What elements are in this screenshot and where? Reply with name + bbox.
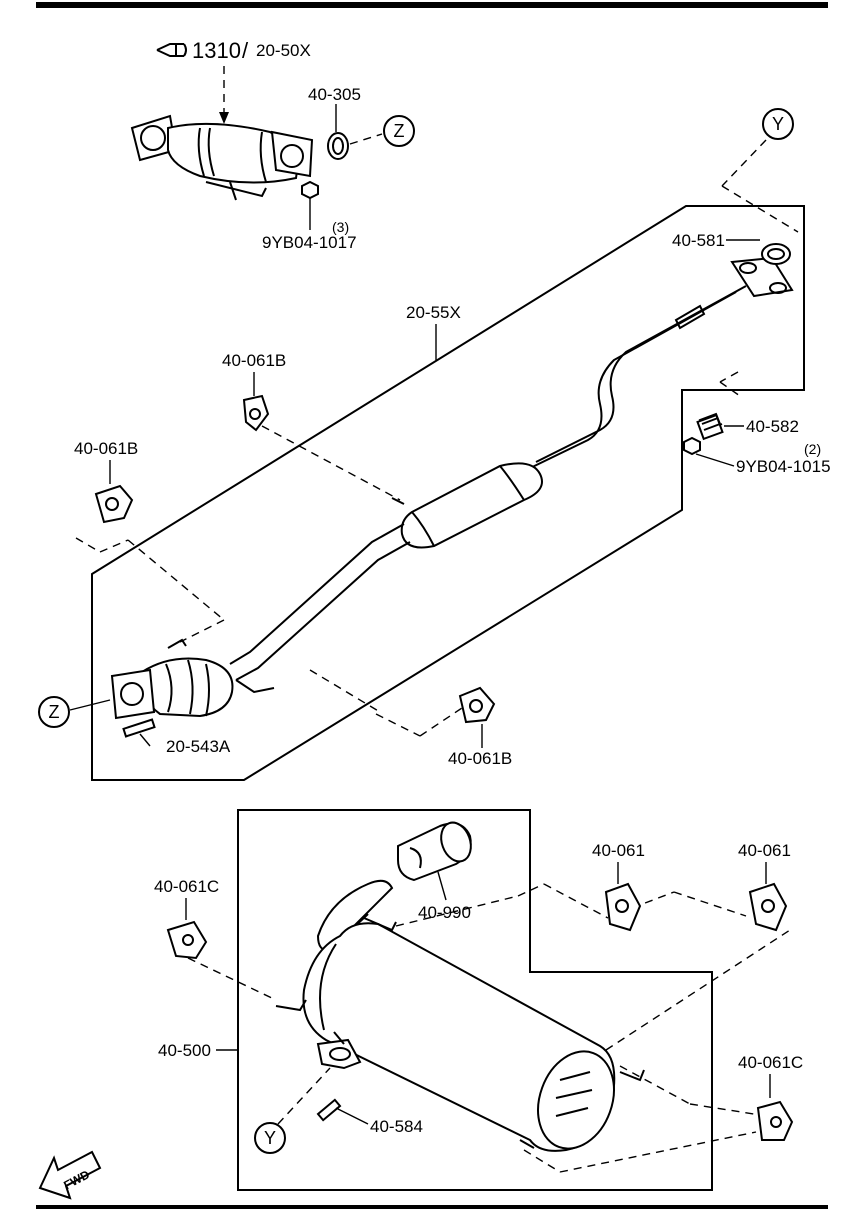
muffler-group-outline: [237, 809, 713, 1191]
hanger-40-061c-left: [166, 920, 208, 960]
nut-9yb04-1017: [301, 180, 319, 200]
spring-40-582: [696, 412, 724, 441]
connector-y-bottom[interactable]: Y: [254, 1122, 286, 1154]
label-40-061b-bottom[interactable]: 40-061B: [448, 749, 512, 768]
label-40-584[interactable]: 40-584: [370, 1117, 423, 1136]
front-pipe-20-55x: [110, 256, 794, 720]
label-20-543a[interactable]: 20-543A: [166, 737, 231, 756]
hanger-40-061-b: [748, 882, 788, 932]
reference-separator: /: [242, 38, 249, 63]
hanger-40-061b-top: [242, 394, 270, 432]
label-9yb04-1015[interactable]: 9YB04-1015: [736, 457, 831, 476]
tail-pipe-40-990: [397, 821, 472, 882]
top-rule: [36, 2, 828, 8]
label-40-061b-top[interactable]: 40-061B: [222, 351, 286, 370]
gasket-40-581: [761, 243, 791, 265]
bottom-rule: [36, 1205, 828, 1209]
svg-text:Z: Z: [49, 702, 60, 722]
label-40-990[interactable]: 40-990: [418, 903, 471, 922]
gasket-40-305: [327, 132, 349, 160]
label-40-061c-right[interactable]: 40-061C: [738, 1053, 803, 1072]
hanger-40-061b-left: [94, 484, 134, 524]
qty-1015: (2): [804, 441, 821, 457]
connector-z-left[interactable]: Z: [38, 696, 70, 728]
reference-pointer-icon: [156, 43, 187, 57]
label-40-581[interactable]: 40-581: [672, 231, 725, 250]
hanger-40-061b-bottom: [458, 686, 496, 724]
label-9yb04-1017[interactable]: 9YB04-1017: [262, 233, 357, 252]
connector-z-top[interactable]: Z: [383, 115, 415, 147]
fwd-arrow-icon: FWD: [38, 1150, 102, 1200]
stud-20-543a: [122, 718, 156, 738]
label-40-582[interactable]: 40-582: [746, 417, 799, 436]
catalytic-converter-illustration: [130, 114, 314, 201]
label-40-061-b[interactable]: 40-061: [738, 841, 791, 860]
nut-9yb04-1015: [683, 436, 701, 456]
hanger-40-061-a: [604, 882, 642, 932]
label-40-061-a[interactable]: 40-061: [592, 841, 645, 860]
stud-40-584: [316, 1098, 342, 1122]
reference-sub[interactable]: 20-50X: [256, 41, 311, 60]
reference-arrow-icon: [219, 112, 229, 124]
reference-main[interactable]: 1310: [192, 38, 241, 63]
label-40-305[interactable]: 40-305: [308, 85, 361, 104]
muffler-40-500: [275, 879, 645, 1152]
label-40-061c-left[interactable]: 40-061C: [154, 877, 219, 896]
label-40-061b-left[interactable]: 40-061B: [74, 439, 138, 458]
svg-text:Y: Y: [772, 114, 784, 134]
front-pipe-group-outline: [91, 205, 805, 781]
outlet-flange: [316, 1031, 362, 1070]
svg-text:Z: Z: [394, 121, 405, 141]
hanger-40-061c-right: [756, 1100, 794, 1141]
qty-1017: (3): [332, 219, 349, 235]
label-40-500[interactable]: 40-500: [158, 1041, 211, 1060]
connector-y-top[interactable]: Y: [762, 108, 794, 140]
svg-text:Y: Y: [264, 1128, 276, 1148]
label-20-55x[interactable]: 20-55X: [406, 303, 461, 322]
